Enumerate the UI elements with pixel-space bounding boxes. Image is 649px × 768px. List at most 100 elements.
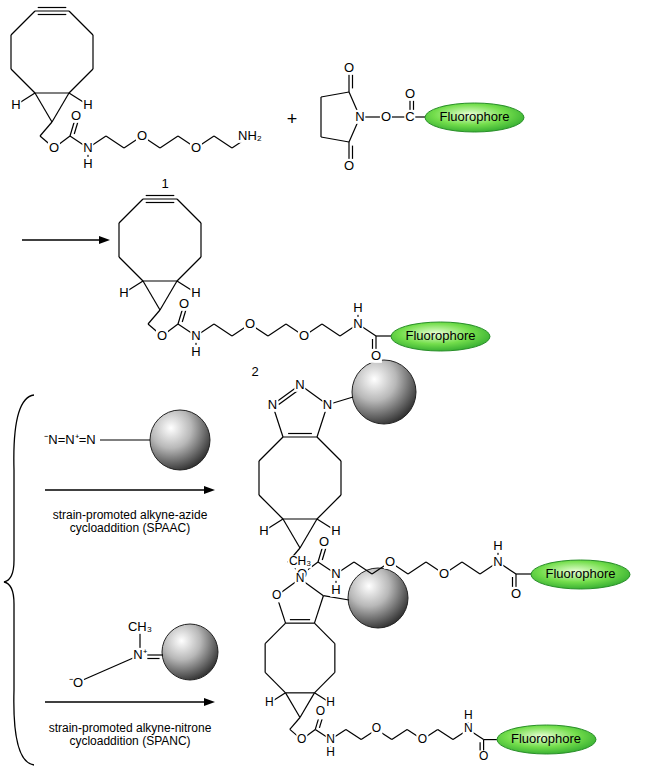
- atom-label: H: [258, 524, 269, 538]
- condition-label: strain-promoted alkyne-azide cycloadditi…: [39, 509, 221, 535]
- bead-sphere: [150, 410, 210, 470]
- atom-label: O: [190, 141, 202, 155]
- bond-line: [320, 97, 321, 137]
- bond-line: [177, 257, 201, 281]
- bond-line: [35, 10, 69, 11]
- bond-line: [321, 137, 349, 142]
- bond-line: [10, 35, 11, 69]
- bracket: [4, 395, 34, 765]
- bond-line: [76, 655, 140, 683]
- atom-label: N: [352, 317, 363, 331]
- bond-line: [462, 562, 480, 574]
- atom-label: O: [298, 329, 310, 343]
- bond-line: [38, 7, 67, 8]
- atom-label: O: [343, 159, 355, 173]
- atom-label: H: [190, 286, 201, 300]
- bond-line: [146, 202, 175, 203]
- atom-label: O: [48, 141, 60, 155]
- bond-line: [283, 518, 317, 519]
- fluorophore-ellipse: Fluorophore: [390, 321, 491, 352]
- ellipse-shape: [497, 725, 596, 754]
- atom-label: ⁻N=N⁺=N: [43, 433, 96, 447]
- atom-label: NH₂: [237, 129, 263, 143]
- plus-sign: +: [286, 110, 299, 130]
- bond-line: [69, 11, 93, 35]
- ellipse-shape: [531, 560, 630, 589]
- atom-label: H: [463, 709, 474, 722]
- node-label: Fluorophore: [511, 732, 581, 746]
- bond-line: [148, 310, 160, 324]
- condition-label: strain-promoted alkyne-nitrone cycloaddi…: [39, 722, 221, 748]
- atom-label: O: [315, 706, 326, 719]
- bead-sphere: [348, 568, 408, 628]
- bond-line: [290, 619, 310, 620]
- bond-line: [408, 562, 426, 574]
- bond-line: [119, 199, 143, 223]
- atom-label: N: [325, 733, 336, 746]
- arrow-head: [204, 698, 215, 706]
- bond-line: [69, 69, 93, 93]
- atom-label: O: [343, 61, 355, 75]
- atom-label: O: [417, 733, 428, 746]
- bond-line: [92, 35, 93, 69]
- bond-line: [354, 562, 372, 574]
- atom-label: H: [82, 98, 93, 112]
- bond-line: [38, 14, 67, 15]
- atom-label: N: [190, 329, 201, 343]
- arrow-head: [99, 236, 110, 244]
- atom-label: N: [82, 141, 93, 155]
- bond-line: [300, 693, 314, 718]
- bond-line: [317, 437, 341, 461]
- bond-line: [286, 693, 300, 718]
- bond-line: [200, 223, 201, 257]
- bond-line: [286, 692, 315, 693]
- bond-line: [35, 93, 52, 122]
- atom-label: N: [330, 567, 341, 581]
- node-label: Fluorophore: [545, 567, 615, 581]
- bond-line: [259, 437, 283, 461]
- bond-line: [143, 280, 177, 281]
- bond-line: [288, 433, 312, 434]
- atom-label: O: [371, 723, 382, 736]
- bond-line: [118, 223, 119, 257]
- atom-label: C: [404, 110, 415, 124]
- atom-label: O: [438, 567, 450, 581]
- ellipse-shape: [425, 103, 524, 132]
- bond-line: [314, 623, 334, 643]
- atom-label: O: [296, 733, 307, 746]
- atom-label: O: [384, 555, 396, 569]
- bond-line: [438, 729, 453, 739]
- atom-label: N: [322, 398, 333, 412]
- atom-label: N⁺: [132, 648, 147, 662]
- bond-line: [268, 324, 286, 336]
- bond-line: [376, 335, 393, 336]
- bond-line: [100, 439, 150, 440]
- bond-line: [334, 644, 335, 673]
- atom-label: H: [118, 286, 129, 300]
- atom-label: H: [325, 747, 336, 760]
- atom-label: H: [325, 696, 336, 709]
- bond-line: [340, 461, 341, 495]
- ellipse-shape: [391, 322, 490, 351]
- atom-label: O: [318, 535, 330, 549]
- bond-line: [286, 623, 315, 624]
- node-label: Fluorophore: [439, 110, 509, 124]
- atom-label: N: [295, 572, 306, 585]
- bond-line: [314, 596, 323, 623]
- atom-label: CH₃: [127, 620, 153, 634]
- bond-line: [11, 11, 35, 35]
- arrow-head: [204, 486, 215, 494]
- atom-label: ⁻O: [68, 676, 84, 690]
- atom-label: O: [370, 349, 382, 363]
- atom-label: O: [178, 297, 190, 311]
- bond-line: [317, 495, 341, 519]
- atom-label: O: [380, 110, 392, 124]
- bond-line: [258, 461, 259, 495]
- bond-line: [11, 69, 35, 93]
- bond-line: [322, 324, 340, 336]
- atom-label: N: [463, 723, 474, 736]
- atom-label: H: [352, 301, 363, 315]
- bond-line: [143, 281, 160, 310]
- reaction-arrow: [45, 701, 207, 702]
